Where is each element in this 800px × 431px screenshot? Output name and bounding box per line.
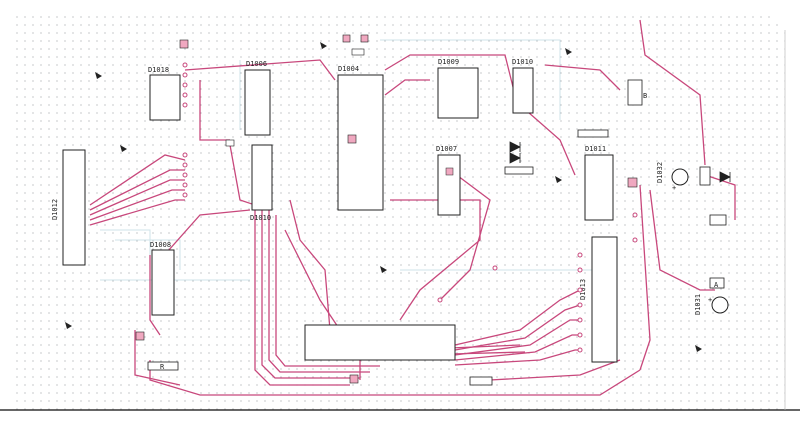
component-d1010: D1010 <box>512 58 534 114</box>
connector-label-a: A <box>714 281 719 289</box>
component-d1018: D1018 <box>148 66 181 121</box>
resistor-mark: R <box>160 363 165 371</box>
component-d1032: D1032 + <box>656 162 689 192</box>
plus-mark-d1031: + <box>708 296 712 304</box>
label-d1012: D1012 <box>51 199 59 220</box>
component-d1031: D1031 + <box>694 294 729 315</box>
connector-label-b: B <box>643 92 647 100</box>
small-parts: B A R <box>135 34 731 386</box>
component-d1011: D1011 <box>584 145 614 221</box>
component-d1007: D1007 <box>436 145 461 216</box>
component-d1008: D1008 <box>150 241 175 316</box>
label-d1032: D1032 <box>656 162 664 183</box>
label-d1008: D1008 <box>150 241 171 249</box>
label-d1013: D1013 <box>579 279 587 300</box>
arrow-markers <box>65 42 702 352</box>
label-d1010-strip: D1010 <box>250 214 271 222</box>
pads <box>182 62 638 353</box>
label-d1007: D1007 <box>436 145 457 153</box>
label-d1031: D1031 <box>694 294 702 315</box>
component-d1009: D1009 <box>437 58 479 119</box>
label-d1011: D1011 <box>585 145 606 153</box>
component-d1012: D1012 <box>51 149 86 266</box>
plus-mark-d1032: + <box>672 184 676 192</box>
component-d1010-strip: D1010 <box>250 144 273 222</box>
bottom-layer-traces <box>100 39 600 281</box>
component-d1006: D1006 <box>244 60 271 136</box>
label-d1004: D1004 <box>338 65 359 73</box>
label-d1009: D1009 <box>438 58 459 66</box>
component-d1004: D1004 <box>337 65 384 211</box>
label-d1006: D1006 <box>246 60 267 68</box>
board-grid <box>10 10 785 412</box>
label-d1018: D1018 <box>148 66 169 74</box>
component-d1013: D1013 <box>579 236 618 363</box>
label-d1010: D1010 <box>512 58 533 66</box>
component-bottom-ic <box>304 324 456 361</box>
